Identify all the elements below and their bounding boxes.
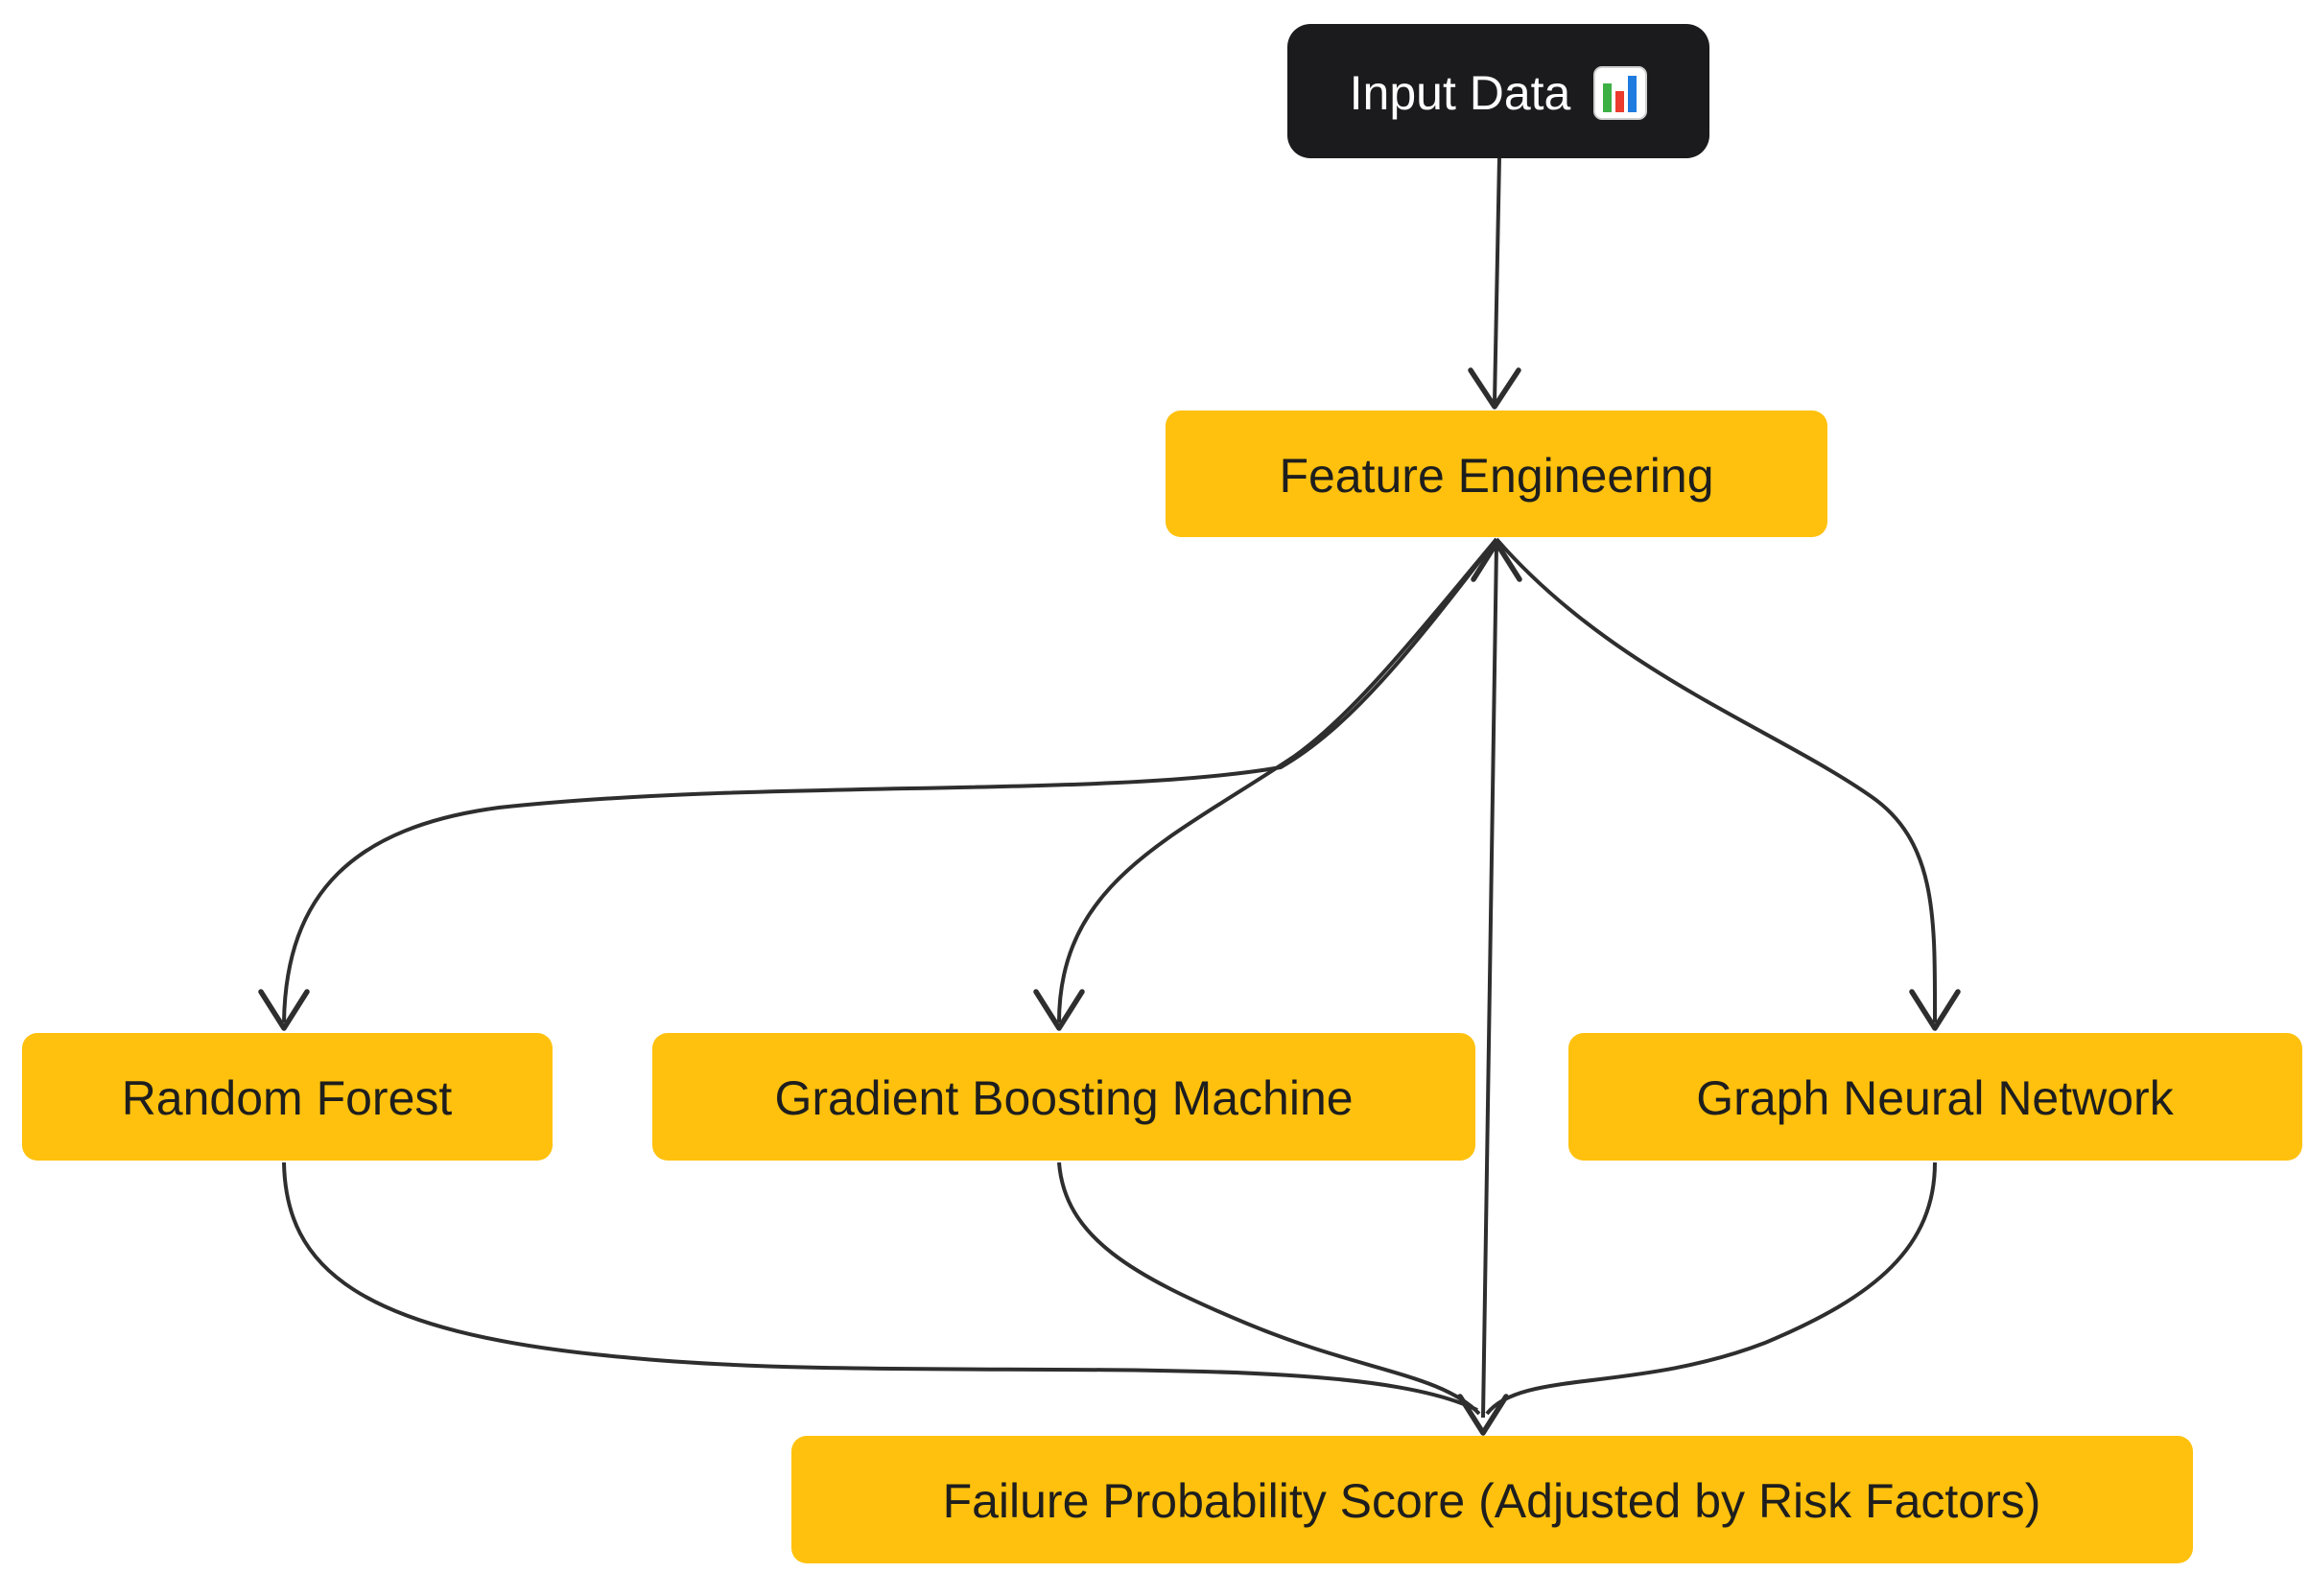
node-feature-engineering: Feature Engineering [1166, 411, 1827, 537]
node-graph-neural-network-label: Graph Neural Network [1696, 1071, 2174, 1125]
node-graph-neural-network: Graph Neural Network [1568, 1033, 2302, 1161]
edge-feature-to-gbm [1057, 537, 1498, 1023]
arrowhead-into-gbm-icon [1033, 989, 1085, 1031]
bar-chart-icon [1593, 66, 1647, 120]
edge-gnn-to-score [1485, 1162, 1937, 1416]
arrowhead-into-score-icon [1457, 1394, 1509, 1436]
node-graph-neural-network-box [1568, 1033, 2302, 1161]
arrowhead-into-feature-down-icon [1468, 367, 1521, 410]
edge-feature-to-gnn [1495, 537, 1938, 1023]
node-feature-engineering-box [1166, 411, 1827, 537]
edge-input-to-feature [1493, 156, 1501, 404]
node-gradient-boosting-machine-box [652, 1033, 1475, 1161]
node-random-forest: Random Forest [22, 1033, 553, 1161]
node-random-forest-label: Random Forest [122, 1071, 453, 1125]
node-feature-engineering-label: Feature Engineering [1279, 449, 1713, 503]
node-failure-probability-score-box [791, 1436, 2193, 1563]
node-input-data-label: Input Data [1350, 66, 1571, 120]
edge-random-forest-to-score [282, 1162, 1478, 1412]
node-random-forest-box [22, 1033, 553, 1161]
node-input-data: Input Data [1287, 24, 1709, 158]
node-gradient-boosting-machine: Gradient Boosting Machine [652, 1033, 1475, 1161]
node-gradient-boosting-machine-label: Gradient Boosting Machine [774, 1071, 1353, 1125]
arrowhead-into-feature-up-icon [1471, 540, 1522, 582]
node-input-data-box [1287, 24, 1709, 158]
edges [258, 156, 1961, 1436]
edge-feature-to-random-forest [282, 537, 1498, 1023]
edge-feature-score-vertical [1481, 544, 1498, 1419]
arrowhead-into-gnn-icon [1909, 989, 1961, 1031]
edge-gbm-to-score [1057, 1162, 1481, 1416]
node-failure-probability-score: Failure Probability Score (Adjusted by R… [791, 1436, 2193, 1563]
arrowhead-into-random-forest-icon [258, 989, 310, 1031]
node-failure-probability-score-label: Failure Probability Score (Adjusted by R… [943, 1474, 2041, 1528]
